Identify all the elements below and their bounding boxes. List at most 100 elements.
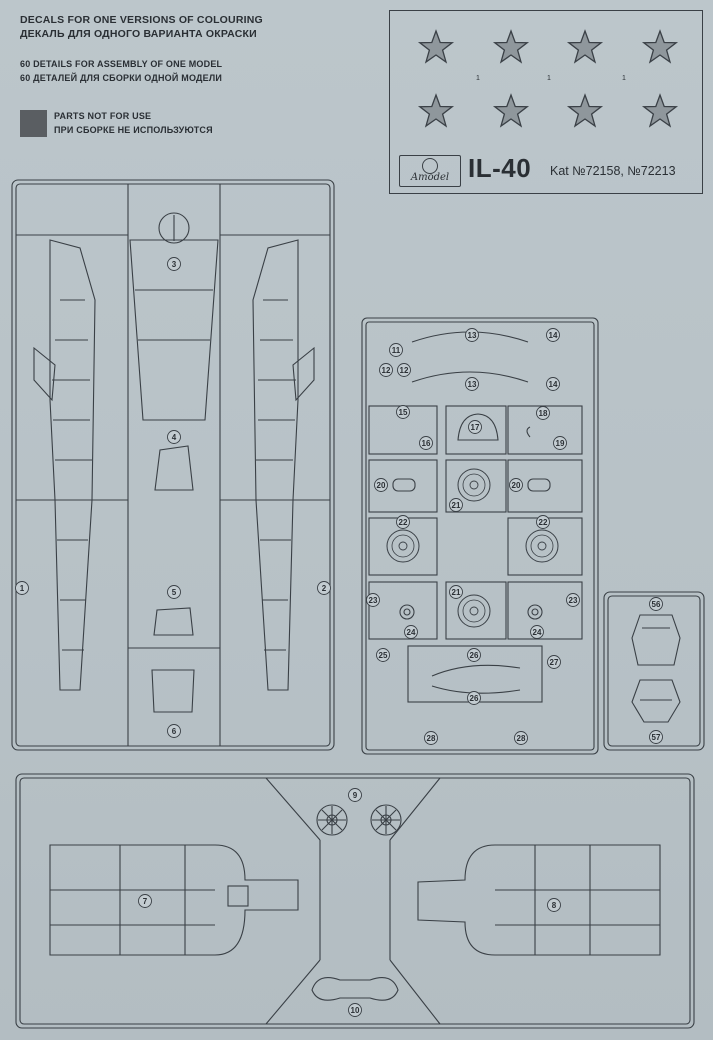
part-number-bubble (167, 430, 181, 444)
sprue-a (11, 179, 335, 751)
part-number-14: 14 (549, 380, 558, 389)
part-number-22: 22 (399, 518, 408, 527)
star-decal-icon (568, 94, 602, 127)
part-number-bubble (546, 328, 560, 342)
part-number-bubble (514, 731, 528, 745)
part-number-bubble (509, 478, 523, 492)
part-number-bubble (348, 788, 362, 802)
part-number-bubble (547, 898, 561, 912)
decal-number: 1 (476, 75, 480, 82)
part-number-57: 57 (652, 733, 661, 742)
part-number-12: 12 (382, 366, 391, 375)
brand-logo: Amodel (399, 155, 461, 187)
part-number-bubble (530, 625, 544, 639)
part-number-6: 6 (172, 727, 177, 736)
part-number-bubble (449, 498, 463, 512)
decal-sheet: Amodel IL-40 Kat №72158, №72213 1 1 1 (389, 10, 703, 194)
part-number-bubble (566, 593, 580, 607)
part-number-23: 23 (569, 596, 578, 605)
part-number-4: 4 (172, 433, 177, 442)
star-decal-icon (419, 94, 453, 127)
part-number-23: 23 (369, 596, 378, 605)
part-number-9: 9 (353, 791, 358, 800)
part-number-bubble (553, 436, 567, 450)
engine-fan-icon (370, 804, 402, 836)
part-number-bubble (467, 691, 481, 705)
part-number-bubble (649, 597, 663, 611)
part-number-bubble (389, 343, 403, 357)
catalog-numbers: Kat №72158, №72213 (550, 164, 676, 178)
part-number-20: 20 (512, 481, 521, 490)
part-number-10: 10 (351, 1006, 360, 1015)
part-number-20: 20 (377, 481, 386, 490)
details-count-en: 60 DETAILS FOR ASSEMBLY OF ONE MODEL (20, 59, 223, 69)
part-number-bubble (468, 420, 482, 434)
engine-fan-icon (316, 804, 348, 836)
part-number-18: 18 (539, 409, 548, 418)
sprue-d (15, 773, 695, 1029)
part-number-5: 5 (172, 588, 177, 597)
part-number-56: 56 (652, 600, 661, 609)
unused-parts-ru: ПРИ СБОРКЕ НЕ ИСПОЛЬЗУЮТСЯ (54, 125, 213, 135)
part-number-17: 17 (471, 423, 480, 432)
part-number-bubble (167, 257, 181, 271)
part-number-26: 26 (470, 694, 479, 703)
part-number-24: 24 (407, 628, 416, 637)
star-decals (419, 30, 677, 127)
part-number-11: 11 (392, 346, 401, 355)
part-number-13: 13 (468, 331, 477, 340)
star-decal-icon (494, 94, 528, 127)
part-number-2: 2 (322, 584, 327, 593)
part-number-bubble (449, 585, 463, 599)
star-decal-icon (494, 30, 528, 63)
decal-number: 1 (622, 75, 626, 82)
part-number-bubble (424, 731, 438, 745)
part-number-bubble (167, 724, 181, 738)
star-decal-icon (643, 94, 677, 127)
details-count-ru: 60 ДЕТАЛЕЙ ДЛЯ СБОРКИ ОДНОЙ МОДЕЛИ (20, 73, 223, 83)
part-number-bubble (396, 405, 410, 419)
decals-title-ru: ДЕКАЛЬ ДЛЯ ОДНОГО ВАРИАНТА ОКРАСКИ (20, 28, 257, 40)
unused-parts-swatch (20, 110, 47, 137)
decals-title-en: DECALS FOR ONE VERSIONS OF COLOURING (20, 14, 263, 26)
part-number-bubble (649, 730, 663, 744)
part-number-16: 16 (422, 439, 431, 448)
part-number-bubble (317, 581, 331, 595)
star-decal-icon (568, 30, 602, 63)
part-number-bubble (465, 328, 479, 342)
part-number-3: 3 (172, 260, 177, 269)
part-number-bubble (547, 655, 561, 669)
part-number-bubble (546, 377, 560, 391)
brand-emblem-icon (422, 158, 438, 174)
part-number-1: 1 (20, 584, 25, 593)
model-name: IL-40 (468, 153, 532, 183)
part-number-12: 12 (400, 366, 409, 375)
part-number-27: 27 (550, 658, 559, 667)
part-number-15: 15 (399, 408, 408, 417)
part-number-bubble (467, 648, 481, 662)
part-number-8: 8 (552, 901, 557, 910)
part-number-22: 22 (539, 518, 548, 527)
part-number-25: 25 (379, 651, 388, 660)
unused-parts-en: PARTS NOT FOR USE (54, 111, 152, 121)
part-number-19: 19 (556, 439, 565, 448)
part-number-bubble (396, 515, 410, 529)
part-number-13: 13 (468, 380, 477, 389)
part-number-bubble (15, 581, 29, 595)
part-number-24: 24 (533, 628, 542, 637)
part-number-bubble (419, 436, 433, 450)
sprue-c (603, 591, 705, 751)
part-number-bubble (465, 377, 479, 391)
part-number-bubble (167, 585, 181, 599)
part-number-bubble (376, 648, 390, 662)
part-number-21: 21 (452, 588, 461, 597)
part-number-bubble (536, 515, 550, 529)
part-number-bubble (379, 363, 393, 377)
part-number-bubble (374, 478, 388, 492)
part-number-bubble (397, 363, 411, 377)
star-decal-icon (643, 30, 677, 63)
part-number-bubble (366, 593, 380, 607)
part-number-28: 28 (427, 734, 436, 743)
